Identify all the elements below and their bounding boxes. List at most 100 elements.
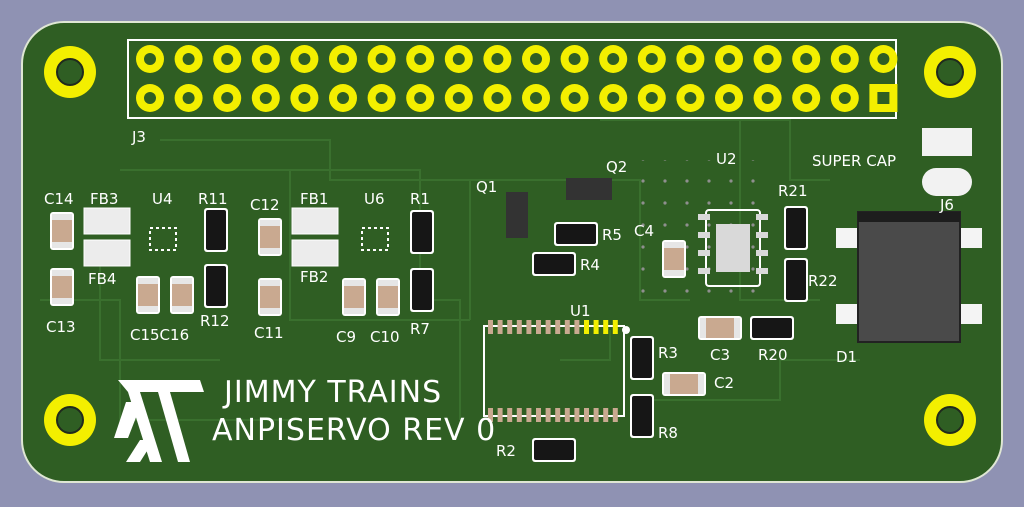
- ic-pad: [593, 320, 599, 334]
- capacitor-c14: [50, 212, 74, 250]
- label-fb2: FB2: [300, 268, 328, 286]
- ic-pad: [574, 408, 580, 422]
- header-j3-outline: [127, 39, 897, 119]
- jimmy-trains-logo: [114, 380, 204, 462]
- resistor-r8: [630, 394, 654, 438]
- ic-pad: [497, 408, 503, 422]
- label-j3: J3: [131, 128, 146, 146]
- ic-u4: [149, 227, 177, 251]
- transistor-q2: [566, 178, 612, 200]
- label-fb1: FB1: [300, 190, 328, 208]
- header-pin: [560, 84, 589, 112]
- header-pin: [174, 45, 203, 73]
- resistor-r3: [630, 336, 654, 380]
- ic-pad: [584, 408, 589, 422]
- transistor-q1: [506, 192, 528, 238]
- ic-pad: [536, 408, 541, 422]
- label-q1: Q1: [476, 178, 497, 196]
- resistor-r4: [532, 252, 576, 276]
- header-pin: [483, 45, 512, 73]
- ic-pad: [555, 408, 561, 422]
- ic-pad: [545, 408, 551, 422]
- passive-components: [50, 206, 808, 462]
- ferrite-bead-fb2: [291, 239, 339, 267]
- label-j6: J6: [939, 196, 954, 214]
- capacitor-c15: [136, 276, 160, 314]
- header-pin: [599, 84, 628, 112]
- header-pin: [213, 84, 242, 112]
- label-c14: C14: [44, 190, 74, 208]
- label-r11: R11: [198, 190, 228, 208]
- label-c2: C2: [714, 374, 734, 392]
- label-fb3: FB3: [90, 190, 118, 208]
- label-r1: R1: [410, 190, 430, 208]
- ic-pad: [488, 408, 493, 422]
- label-c11: C11: [254, 324, 284, 342]
- header-pin: [830, 84, 859, 112]
- label-u6: U6: [364, 190, 385, 208]
- ic-pad: [516, 320, 522, 334]
- diode-d1-package: [836, 211, 982, 343]
- label-c9: C9: [336, 328, 356, 346]
- header-pin: [522, 45, 550, 73]
- label-q2: Q2: [606, 158, 627, 176]
- header-pin: [869, 45, 898, 73]
- label-super-cap: SUPER CAP: [812, 152, 896, 170]
- header-pin: [367, 84, 396, 112]
- label-c12: C12: [250, 196, 280, 214]
- ic-pad: [497, 320, 503, 334]
- label-r20: R20: [758, 346, 788, 364]
- label-d1: D1: [836, 348, 857, 366]
- resistor-r21: [784, 206, 808, 250]
- ic-pad: [488, 320, 493, 334]
- mounting-hole-bl: [44, 394, 96, 446]
- resistor-r5: [554, 222, 598, 246]
- header-pin: [136, 45, 164, 73]
- header-pin: [676, 84, 705, 112]
- header-pin: [251, 84, 280, 112]
- label-r8: R8: [658, 424, 678, 442]
- ic-pad: [516, 408, 522, 422]
- resistor-r11: [204, 208, 228, 252]
- label-r5: R5: [602, 226, 622, 244]
- header-pin: [753, 84, 782, 112]
- ic-pad: [536, 320, 541, 334]
- label-c10: C10: [370, 328, 400, 346]
- header-pin: [136, 84, 164, 112]
- mounting-hole-tl: [44, 46, 96, 98]
- label-u1: U1: [570, 302, 591, 320]
- header-pin: [367, 45, 396, 73]
- label-r22: R22: [808, 272, 838, 290]
- header-pin: [329, 45, 357, 73]
- capacitor-c10: [376, 278, 400, 316]
- supercap-pad-rect: [922, 128, 972, 156]
- capacitor-c16: [170, 276, 194, 314]
- header-pin: [637, 45, 666, 73]
- header-pin: [251, 45, 280, 73]
- header-pin: [792, 84, 821, 112]
- label-r12: R12: [200, 312, 230, 330]
- header-pin: [406, 45, 435, 73]
- label-r4: R4: [580, 256, 600, 274]
- header-pin: [290, 84, 319, 112]
- ic-pad: [555, 320, 561, 334]
- header-j3-pins: [136, 45, 898, 112]
- header-pin: [444, 45, 473, 73]
- label-u4: U4: [152, 190, 173, 208]
- ferrite-bead-fb1: [291, 207, 339, 235]
- header-pin: [522, 84, 550, 112]
- ic-pad: [603, 320, 609, 334]
- resistor-r7: [410, 268, 434, 312]
- capacitor-c13: [50, 268, 74, 306]
- header-pin: [213, 45, 242, 73]
- ic-pad: [564, 408, 570, 422]
- pcb-board: [21, 21, 1003, 483]
- header-pin: [676, 45, 705, 73]
- label-r21: R21: [778, 182, 808, 200]
- header-pin: [329, 84, 357, 112]
- capacitor-c2: [662, 372, 706, 396]
- ic-pad: [507, 408, 513, 422]
- board-title-1: JIMMY TRAINS: [222, 375, 442, 410]
- resistor-r2: [532, 438, 576, 462]
